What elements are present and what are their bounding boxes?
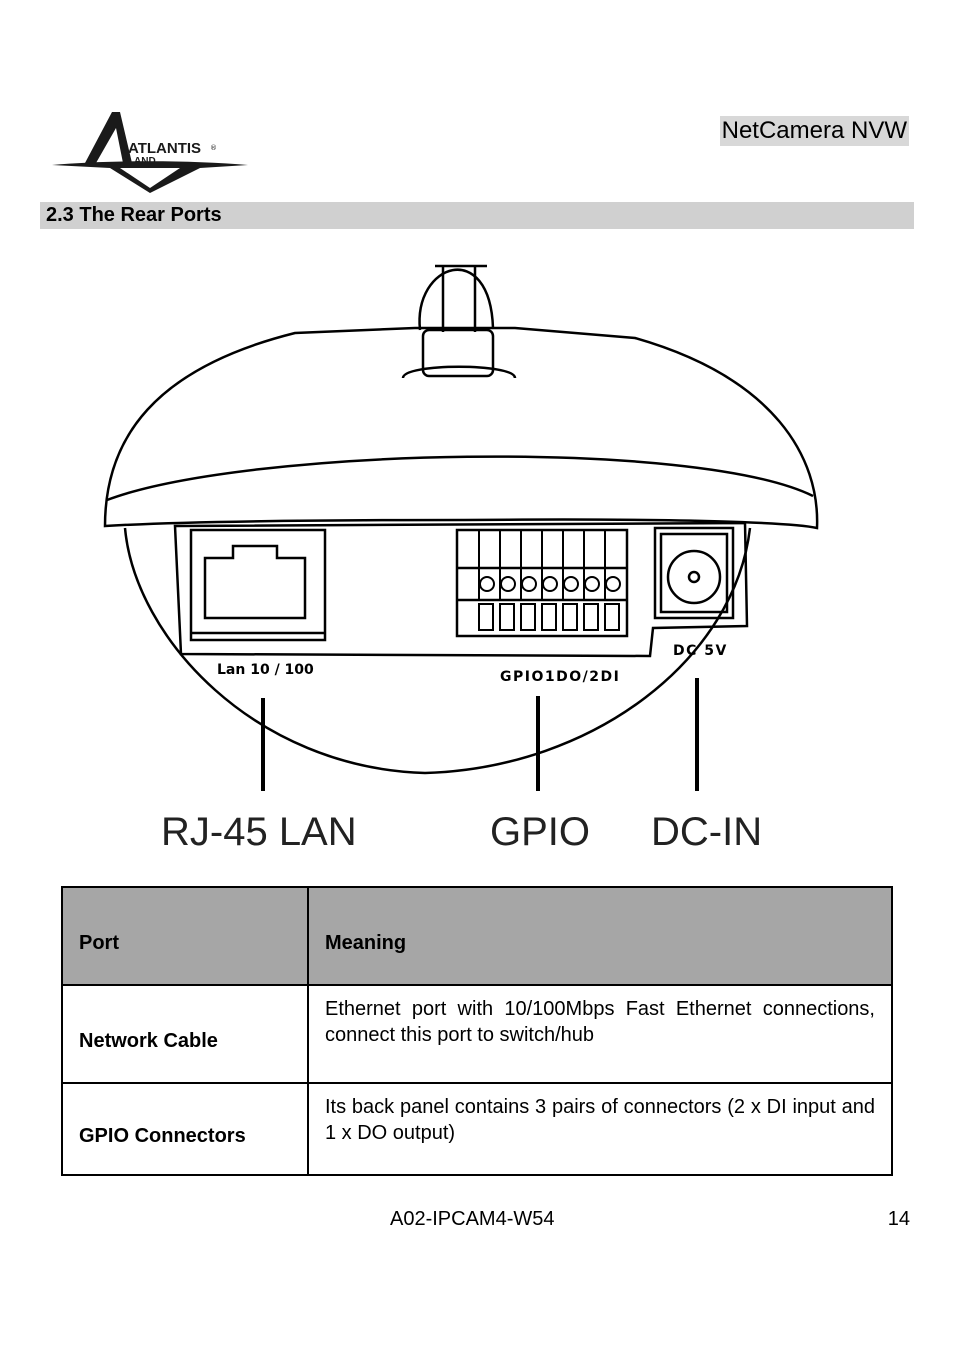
brand-text: ATLANTIS bbox=[128, 140, 201, 157]
page-number: 14 bbox=[887, 1208, 910, 1230]
port-meaning: Ethernet port with 10/100Mbps Fast Ether… bbox=[307, 984, 893, 1084]
lan-panel-label: Lan 10 / 100 bbox=[217, 662, 314, 678]
port-name: Network Cable bbox=[61, 984, 309, 1084]
port-name: GPIO Connectors bbox=[61, 1082, 309, 1176]
port-meaning: Its back panel contains 3 pairs of conne… bbox=[307, 1082, 893, 1176]
dc-panel-label: DC 5V bbox=[673, 643, 728, 659]
brand-sub-text: AND bbox=[134, 156, 156, 167]
header-meaning: Meaning bbox=[307, 886, 893, 986]
section-title: 2.3 The Rear Ports bbox=[40, 202, 914, 229]
table-row: Network Cable Ethernet port with 10/100M… bbox=[61, 984, 893, 1084]
atlantis-logo: ATLANTIS AND ® bbox=[50, 108, 250, 198]
gpio-callout: GPIO bbox=[490, 810, 590, 854]
footer-model: A02-IPCAM4-W54 bbox=[390, 1208, 555, 1230]
table-header-row: Port Meaning bbox=[61, 886, 893, 986]
product-name: NetCamera NVW bbox=[719, 116, 909, 146]
gpio-panel-label: GPIO1DO/2DI bbox=[500, 669, 620, 685]
ports-table: Port Meaning Network Cable Ethernet port… bbox=[61, 886, 893, 1176]
svg-text:®: ® bbox=[210, 144, 217, 152]
table-row: GPIO Connectors Its back panel contains … bbox=[61, 1082, 893, 1176]
dc-in-callout: DC-IN bbox=[651, 810, 762, 854]
header-port: Port bbox=[61, 886, 309, 986]
rj45-lan-callout: RJ-45 LAN bbox=[161, 810, 357, 854]
rear-ports-figure: Lan 10 / 100 GPIO1DO/2DI DC 5V RJ-45 LAN… bbox=[95, 238, 835, 863]
